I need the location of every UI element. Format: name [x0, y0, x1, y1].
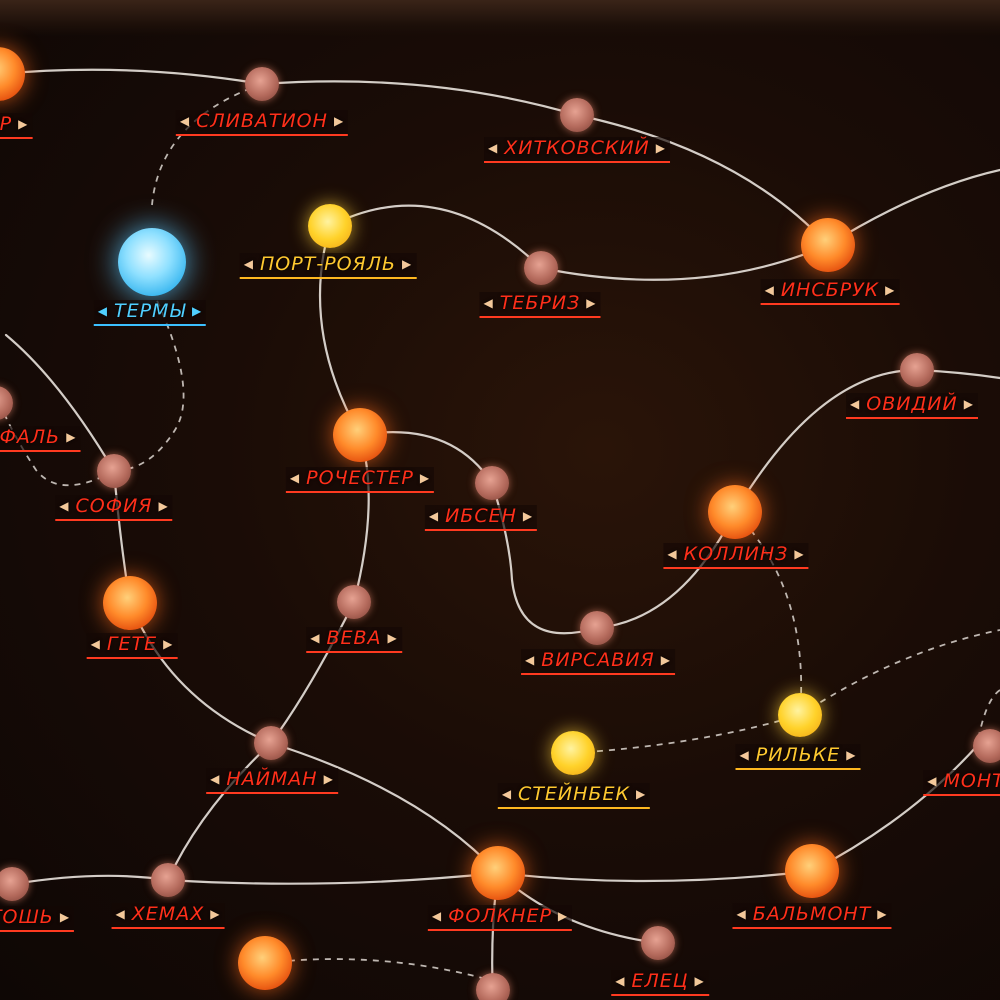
label-hitkovsky[interactable]: ◀ХИТКОВСКИЙ▶ — [484, 137, 670, 163]
arrow-right-icon: ▶ — [66, 430, 77, 444]
star-mont[interactable] — [973, 729, 1000, 763]
star-steinbek[interactable] — [551, 731, 595, 775]
label-rochester[interactable]: ◀РОЧЕСТЕР▶ — [285, 467, 435, 493]
arrow-left-icon: ◀ — [210, 772, 221, 786]
star-elets[interactable] — [641, 926, 675, 960]
arrow-right-icon: ▶ — [522, 509, 534, 523]
arrow-left-icon: ◀ — [764, 283, 775, 297]
arrow-right-icon: ▶ — [210, 907, 221, 921]
arrow-left-icon: ◀ — [243, 257, 254, 271]
arrow-right-icon: ▶ — [846, 748, 857, 762]
arrow-left-icon: ◀ — [90, 637, 101, 651]
star-hitkovsky[interactable] — [560, 98, 594, 132]
star-portroyal[interactable] — [308, 204, 352, 248]
arrow-right-icon: ▶ — [963, 397, 974, 411]
star-virsavia[interactable] — [580, 611, 614, 645]
arrow-left-icon: ◀ — [310, 631, 321, 645]
arrow-left-icon: ◀ — [501, 787, 513, 801]
star-bottomsmall[interactable] — [476, 973, 510, 1000]
star-collins[interactable] — [708, 485, 762, 539]
arrow-right-icon: ▶ — [163, 637, 174, 651]
arrow-left-icon: ◀ — [667, 547, 678, 561]
star-rochester[interactable] — [333, 408, 387, 462]
arrow-left-icon: ◀ — [525, 653, 536, 667]
arrow-left-icon: ◀ — [615, 974, 626, 988]
arrow-left-icon: ◀ — [488, 141, 499, 155]
arrow-right-icon: ▶ — [660, 653, 671, 667]
star-balmont[interactable] — [785, 844, 839, 898]
arrow-right-icon: ▶ — [59, 910, 71, 924]
top-frame — [0, 0, 1000, 36]
arrow-right-icon: ▶ — [333, 114, 345, 128]
arrow-left-icon: ◀ — [428, 509, 440, 523]
label-nayman[interactable]: ◀НАЙМАН▶ — [206, 768, 338, 794]
arrow-right-icon: ▶ — [323, 772, 334, 786]
label-topleft[interactable]: Р▶ — [0, 113, 33, 139]
label-slivation[interactable]: ◀СЛИВАТИОН▶ — [175, 110, 349, 136]
star-hemah[interactable] — [151, 863, 185, 897]
arrow-right-icon: ▶ — [158, 499, 169, 513]
label-sofia[interactable]: ◀СОФИЯ▶ — [55, 495, 173, 521]
arrow-right-icon: ▶ — [694, 974, 705, 988]
arrow-right-icon: ▶ — [586, 296, 597, 310]
arrow-left-icon: ◀ — [179, 114, 191, 128]
star-slivation[interactable] — [245, 67, 279, 101]
star-bottomstar[interactable] — [238, 936, 292, 990]
label-insbruk[interactable]: ◀ИНСБРУК▶ — [760, 279, 900, 305]
arrow-left-icon: ◀ — [431, 909, 443, 923]
star-rilke[interactable] — [778, 693, 822, 737]
label-folkner[interactable]: ◀ФОЛКНЕР▶ — [427, 905, 573, 931]
label-steinbek[interactable]: ◀СТЕЙНБЕК▶ — [497, 783, 651, 809]
star-termy[interactable] — [118, 228, 186, 296]
label-hemah[interactable]: ◀ХЕМАХ▶ — [111, 903, 225, 929]
label-balmont[interactable]: ◀БАЛЬМОНТ▶ — [732, 903, 892, 929]
arrow-right-icon: ▶ — [18, 117, 29, 131]
star-nayman[interactable] — [254, 726, 288, 760]
label-portroyal[interactable]: ◀ПОРТ-РОЯЛЬ▶ — [239, 253, 417, 279]
star-gete[interactable] — [103, 576, 157, 630]
arrow-right-icon: ▶ — [402, 257, 413, 271]
star-folkner[interactable] — [471, 846, 525, 900]
arrow-left-icon: ◀ — [483, 296, 494, 310]
label-ovidiy[interactable]: ◀ОВИДИЙ▶ — [846, 393, 978, 419]
arrow-left-icon: ◀ — [289, 471, 301, 485]
label-gete[interactable]: ◀ГЕТЕ▶ — [86, 633, 178, 659]
arrow-right-icon: ▶ — [794, 547, 805, 561]
arrow-right-icon: ▶ — [877, 907, 888, 921]
label-mont[interactable]: ◀МОНТ — [923, 770, 1000, 796]
arrow-right-icon: ▶ — [885, 283, 896, 297]
label-falg[interactable]: ФАЛЬ▶ — [0, 426, 81, 452]
star-sofia[interactable] — [97, 454, 131, 488]
arrow-left-icon: ◀ — [927, 774, 938, 788]
label-tebriz[interactable]: ◀ТЕБРИЗ▶ — [479, 292, 601, 318]
arrow-right-icon: ▶ — [192, 304, 203, 318]
label-termy[interactable]: ◀ТЕРМЫ▶ — [93, 300, 207, 326]
label-elets[interactable]: ◀ЕЛЕЦ▶ — [611, 970, 709, 996]
arrow-left-icon: ◀ — [115, 907, 126, 921]
star-veva[interactable] — [337, 585, 371, 619]
star-tosh[interactable] — [0, 867, 29, 901]
arrow-right-icon: ▶ — [557, 909, 569, 923]
arrow-right-icon: ▶ — [635, 787, 647, 801]
arrow-left-icon: ◀ — [59, 499, 70, 513]
arrow-left-icon: ◀ — [736, 907, 747, 921]
label-ibsen[interactable]: ◀ИБСЕН▶ — [424, 505, 538, 531]
star-ibsen[interactable] — [475, 466, 509, 500]
arrow-right-icon: ▶ — [655, 141, 666, 155]
label-veva[interactable]: ◀ВЕВА▶ — [306, 627, 402, 653]
star-leftmid[interactable] — [0, 386, 13, 420]
arrow-left-icon: ◀ — [739, 748, 750, 762]
star-ovidiy[interactable] — [900, 353, 934, 387]
label-virsavia[interactable]: ◀ВИРСАВИЯ▶ — [521, 649, 675, 675]
arrow-left-icon: ◀ — [97, 304, 108, 318]
arrow-right-icon: ▶ — [419, 471, 431, 485]
star-tebriz[interactable] — [524, 251, 558, 285]
star-insbruk[interactable] — [801, 218, 855, 272]
label-rilke[interactable]: ◀РИЛЬКЕ▶ — [735, 744, 861, 770]
label-collins[interactable]: ◀КОЛЛИНЗ▶ — [663, 543, 809, 569]
arrow-right-icon: ▶ — [387, 631, 398, 645]
arrow-left-icon: ◀ — [850, 397, 861, 411]
